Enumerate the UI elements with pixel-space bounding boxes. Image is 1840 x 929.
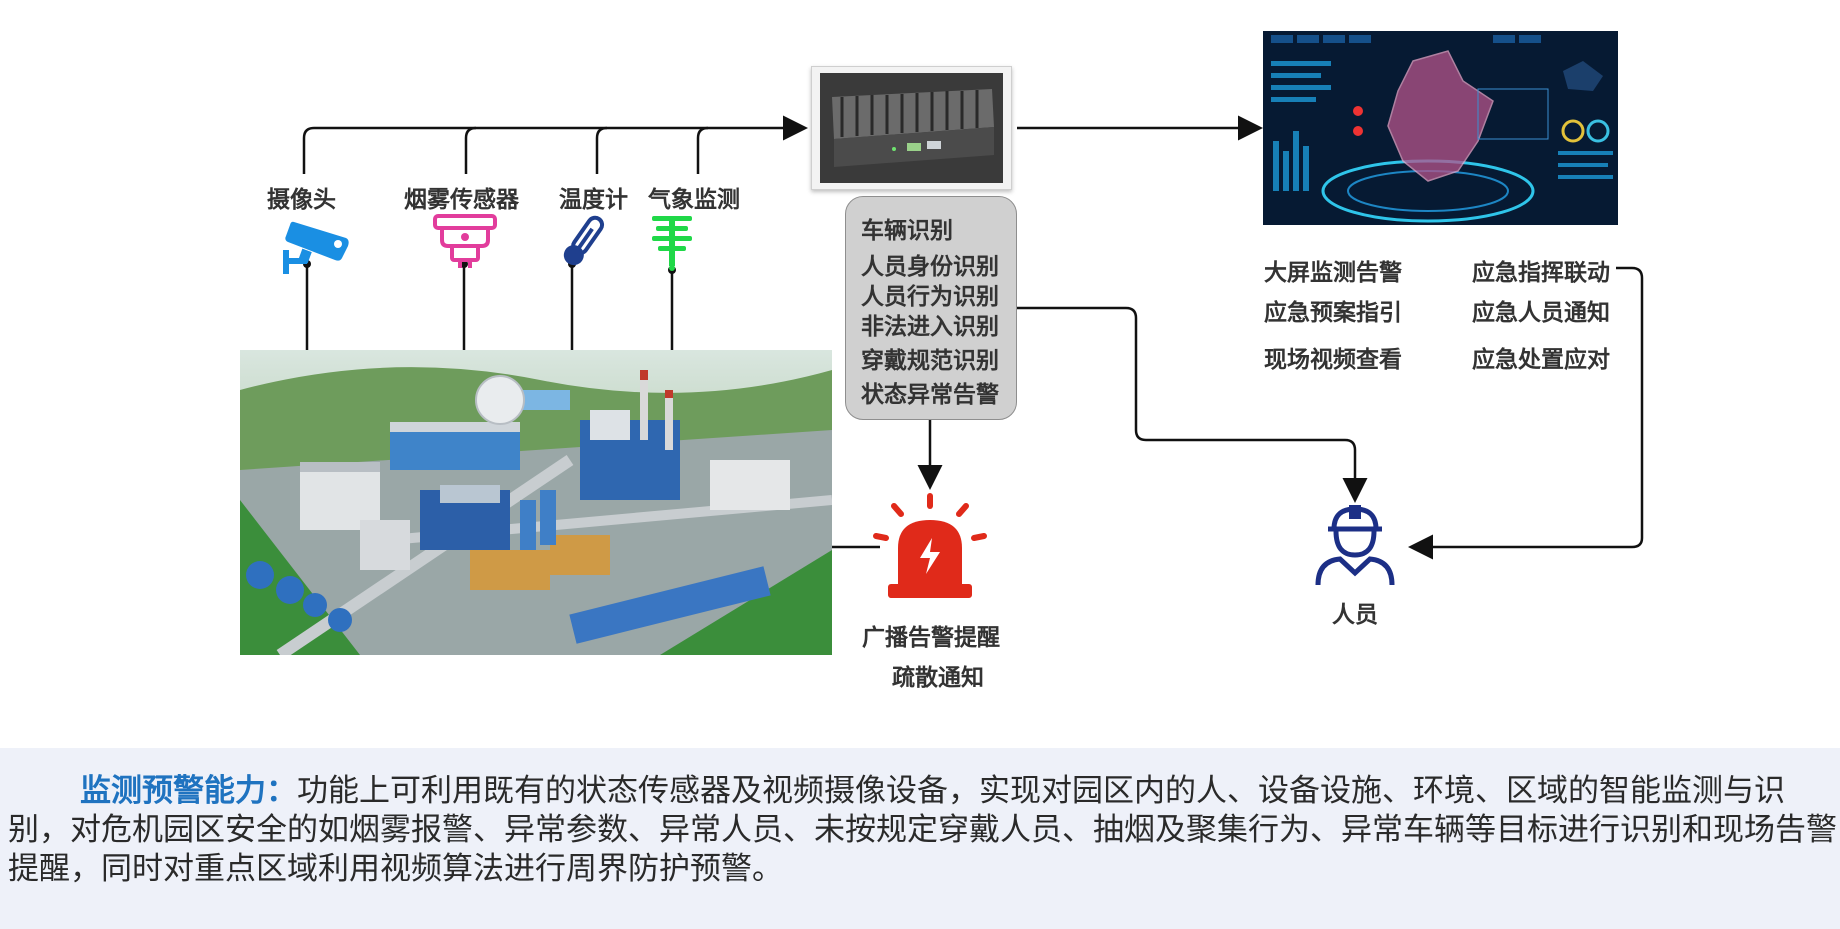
thermometer-label: 温度计: [559, 187, 628, 213]
description-title: 监测预警能力：: [80, 773, 297, 809]
video-view-label: 现场视频查看: [1264, 347, 1402, 373]
alarm-light-icon: [873, 493, 987, 598]
worker-person-icon: [1315, 505, 1395, 586]
emergency-linkage-label: 应急指挥联动: [1472, 260, 1610, 286]
smoke-sensor-label: 烟雾传感器: [404, 187, 519, 213]
alarm-label-line2: 疏散通知: [892, 665, 984, 691]
camera-icon: [283, 221, 349, 274]
personnel-notice-label: 应急人员通知: [1472, 300, 1610, 326]
description-text: 功能上可利用既有的状态传感器及视频摄像设备，实现对园区内的人、设备设施、环境、区…: [8, 773, 1837, 887]
plan-guide-label: 应急预案指引: [1264, 300, 1402, 326]
recognition-panel: 车辆识别 人员身份识别 人员行为识别 非法进入识别 穿戴规范识别 状态异常告警: [845, 196, 1017, 420]
weather-label: 气象监测: [648, 187, 740, 213]
recognition-item: 状态异常告警: [861, 382, 999, 408]
industrial-park-image: [240, 350, 832, 655]
recognition-item: 人员行为识别: [861, 284, 999, 310]
weather-station-icon: [652, 216, 692, 271]
smoke-sensor-icon: [433, 214, 497, 268]
monitoring-dashboard-screenshot: [1263, 31, 1618, 225]
thermometer-icon: [563, 215, 605, 266]
recognition-item: 人员身份识别: [861, 254, 999, 280]
alarm-label-line1: 广播告警提醒: [862, 625, 1000, 651]
description-paragraph: 监测预警能力：功能上可利用既有的状态传感器及视频摄像设备，实现对园区内的人、设备…: [8, 772, 1838, 889]
emergency-disposal-label: 应急处置应对: [1472, 347, 1610, 373]
edge-computing-device: [811, 66, 1012, 190]
recognition-item: 车辆识别: [861, 218, 953, 244]
person-label: 人员: [1332, 602, 1378, 628]
camera-label: 摄像头: [267, 187, 336, 213]
recognition-item: 非法进入识别: [861, 314, 999, 340]
description-panel: 监测预警能力：功能上可利用既有的状态传感器及视频摄像设备，实现对园区内的人、设备…: [0, 748, 1840, 929]
recognition-item: 穿戴规范识别: [861, 348, 999, 374]
screen-alarm-label: 大屏监测告警: [1264, 260, 1402, 286]
